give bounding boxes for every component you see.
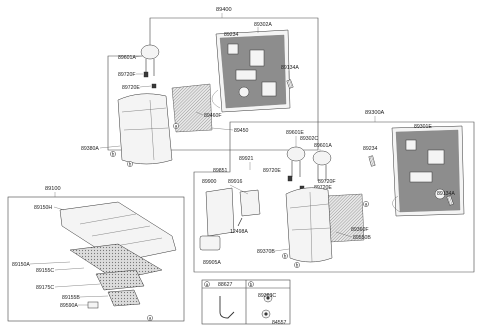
label-89720F-left: 89720F — [118, 72, 136, 78]
label-89155B: 89155B — [62, 295, 80, 301]
callout-b-right-1: b — [284, 254, 287, 259]
cushion-frame — [7, 196, 185, 322]
label-89450: 89450 — [234, 128, 249, 134]
seatback-right-frame-part — [391, 125, 465, 217]
label-89590A: 89590A — [60, 303, 78, 309]
label-89720E-left: 89720E — [122, 85, 140, 91]
cushion-group: 89100 89150H 89150A 89155C 89175C 89155B… — [7, 186, 185, 322]
cushion-pad-89155B — [107, 289, 141, 307]
callout-b-right-2: b — [296, 263, 299, 268]
label-89360F: 89360F — [351, 227, 369, 233]
label-89601A-right: 89601A — [314, 143, 332, 149]
legend-b-part2: 84557 — [272, 320, 287, 326]
seatback-cover-right — [285, 187, 333, 263]
headrest-right-1 — [286, 146, 306, 177]
headrest-left — [140, 44, 160, 76]
label-89720F-right: 89720F — [318, 179, 336, 185]
label-89150A: 89150A — [12, 262, 30, 268]
armrest-bracket — [239, 189, 261, 217]
label-89460F: 89460F — [204, 113, 222, 119]
seatback-cover-left — [117, 93, 173, 165]
label-89851: 89851 — [213, 168, 228, 174]
label-89234-left: 89234 — [224, 32, 239, 38]
headrest-right-2 — [312, 150, 332, 181]
callout-a-right: a — [365, 202, 368, 207]
pad-89905A — [199, 235, 221, 251]
label-89550B: 89550B — [353, 235, 371, 241]
callout-a-cushion: a — [149, 316, 152, 321]
armrest-panel — [205, 187, 235, 237]
group-label-89400: 89400 — [216, 7, 232, 13]
label-89155C: 89155C — [36, 268, 54, 274]
label-89380A: 89380A — [81, 146, 99, 152]
legend-a-letter: a — [206, 282, 209, 287]
label-89301E: 89301E — [414, 124, 432, 130]
seatback-right-frame — [193, 121, 475, 273]
label-89720E-right: 89720E — [263, 168, 281, 174]
seatback-pad-left — [171, 83, 213, 133]
label-89134A-right: 89134A — [437, 191, 455, 197]
label-89150H: 89150H — [34, 205, 52, 211]
label-89302A: 89302A — [254, 22, 272, 28]
label-89720E-right-2: 89720E — [314, 185, 332, 191]
legend-a-part: 88627 — [218, 282, 233, 288]
label-89370B: 89370B — [257, 249, 275, 255]
label-89916: 89916 — [228, 179, 243, 185]
label-89900: 89900 — [202, 179, 217, 185]
hook-88627 — [219, 296, 235, 319]
label-12498A: 12498A — [230, 229, 248, 235]
callout-a-left: a — [175, 124, 178, 129]
label-89601E: 89601E — [286, 130, 304, 136]
label-89905A: 89905A — [203, 260, 221, 266]
label-89921: 89921 — [239, 156, 254, 162]
legend-table: a 88627 b 89363C 84557 — [201, 279, 291, 326]
label-89302C: 89302C — [300, 136, 318, 142]
label-89175C: 89175C — [36, 285, 54, 291]
label-89601A-left: 89601A — [118, 55, 136, 61]
seatback-left-group: 89400 89302A 89234 89601A 89720F 897 — [81, 7, 319, 167]
callout-b-left-2: b — [129, 162, 132, 167]
seatback-frame-part — [211, 29, 291, 113]
group-label-89100: 89100 — [45, 186, 61, 192]
label-89134A-left: 89134A — [281, 65, 299, 71]
label-89234-right: 89234 — [363, 146, 378, 152]
group-label-89300A: 89300A — [365, 110, 385, 116]
legend-b-letter: b — [250, 282, 253, 287]
callout-b-left-1: b — [112, 152, 115, 157]
seatback-right-group: 89300A 89301E 89601E 89302C 89601A — [193, 110, 475, 273]
cushion-foam — [69, 243, 163, 281]
legend-b-part1: 89363C — [258, 293, 276, 299]
cushion-support — [95, 269, 145, 291]
